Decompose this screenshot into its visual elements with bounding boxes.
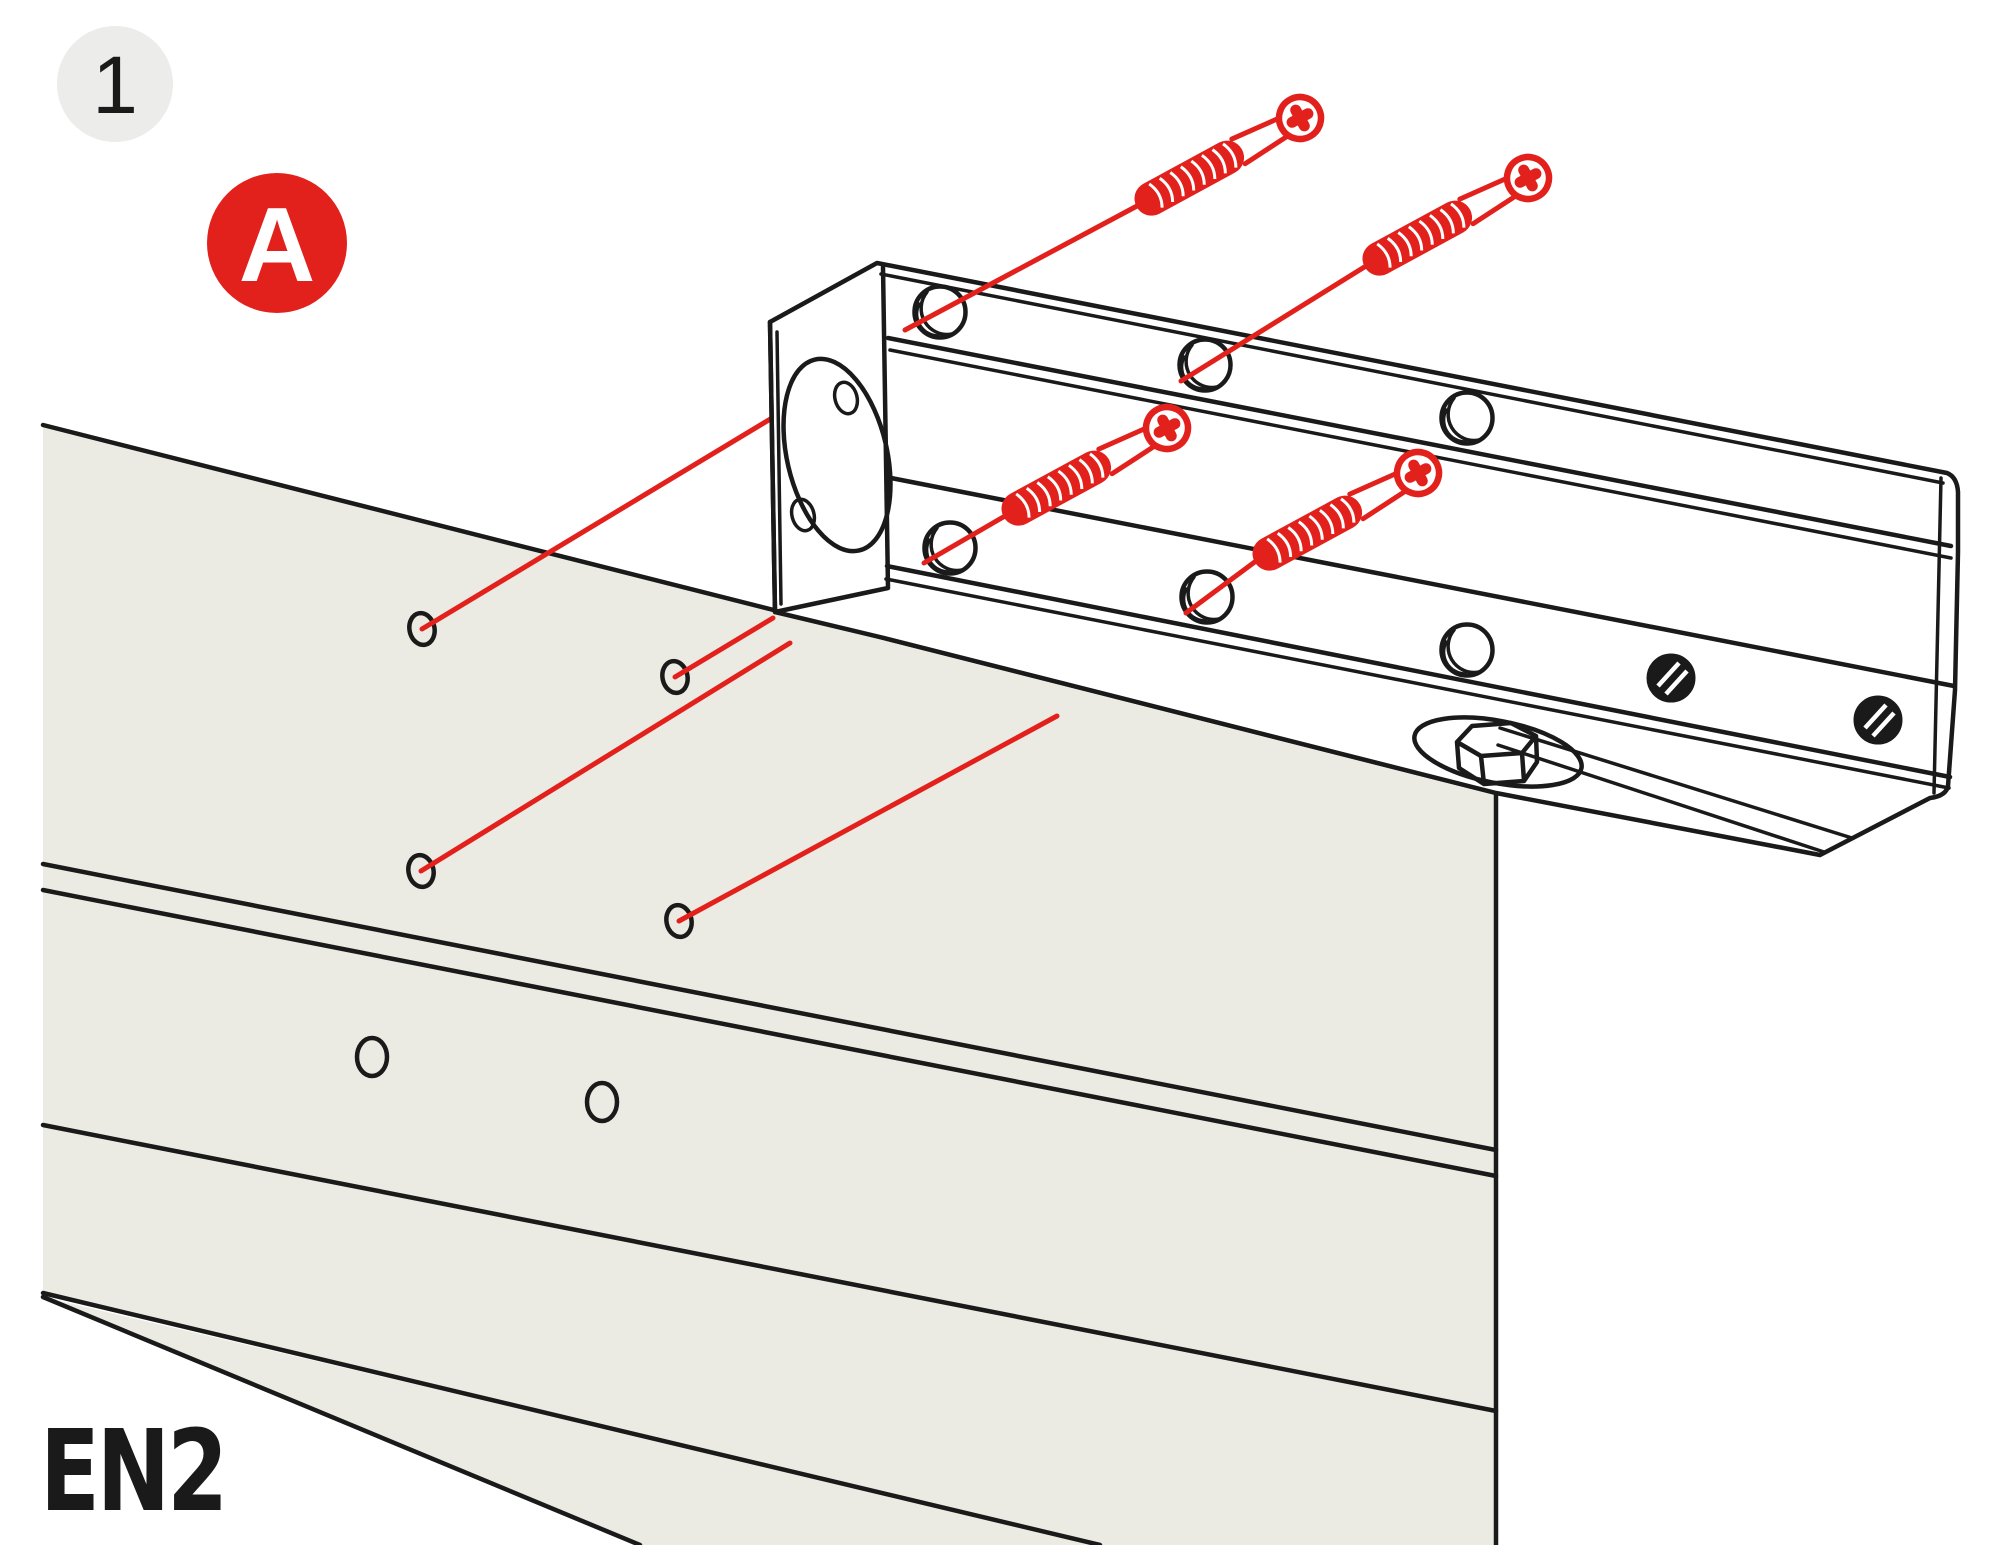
mounting-screw <box>1355 150 1557 286</box>
body-outline <box>767 260 1961 858</box>
mounting-screws <box>902 90 1557 616</box>
spindle-assembly <box>1412 715 1584 789</box>
screw-leader-line <box>1178 263 1369 384</box>
variant-badge: A <box>207 173 347 313</box>
step-badge-circle <box>57 26 173 142</box>
step-number: 1 <box>92 40 138 131</box>
screw-leader-line <box>921 513 1008 566</box>
door-plain-hole <box>584 1080 620 1124</box>
body-front-end-face-edges <box>767 264 891 615</box>
door-plain-hole <box>354 1035 390 1079</box>
variant-badge-circle <box>207 173 347 313</box>
body-bottom-rail-lines <box>1496 726 1854 854</box>
step-badge: 1 <box>57 26 173 142</box>
body-end-cap-line <box>1932 476 1943 795</box>
adjustment-valve <box>1855 697 1901 743</box>
spindle-hex-icon <box>1454 720 1540 787</box>
body-front-end-inner-line <box>775 330 783 606</box>
variant-letter: A <box>239 186 316 304</box>
adjustment-valve <box>1648 655 1694 701</box>
door-rating-label: EN2 <box>40 1407 225 1537</box>
leader-line <box>676 713 1060 924</box>
body-piston-bore <box>781 356 893 554</box>
body-mid-seam <box>888 475 1957 689</box>
door-front-bottom-edge <box>40 1290 1103 1545</box>
body-top-front-edge <box>885 335 1954 549</box>
door-lower-bottom-edge <box>40 1294 643 1545</box>
door-groove-line <box>40 887 1499 1179</box>
alignment-leader-lines <box>418 415 1060 924</box>
mounting-screw <box>1127 90 1329 226</box>
screw-leader-line <box>1183 558 1259 616</box>
door-groove-line <box>40 1122 1499 1414</box>
leader-line <box>672 615 776 680</box>
door-face <box>43 425 1496 1545</box>
body-top-hole <box>1442 393 1493 444</box>
screw-leader-line <box>902 203 1140 333</box>
body-front-hole <box>1442 625 1493 676</box>
door <box>40 422 1499 1545</box>
body-top-back-inner-line <box>879 272 1945 485</box>
body-end-small-hole <box>832 380 860 416</box>
body-end-small-hole <box>789 497 817 533</box>
body-bottom-front-edge <box>884 563 1953 780</box>
leader-line <box>418 640 793 874</box>
leader-line <box>419 415 775 632</box>
body-bottom-front-edge-inner <box>884 577 1951 790</box>
door-groove-line <box>40 861 1499 1153</box>
